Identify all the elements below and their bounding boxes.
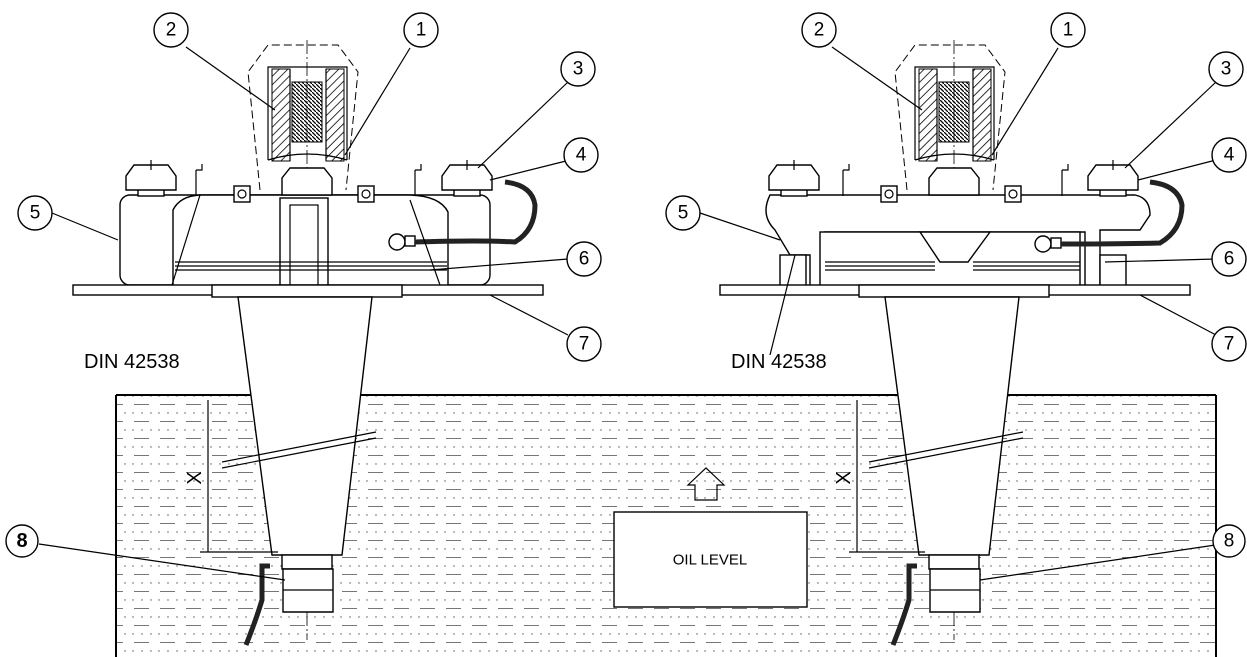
svg-text:7: 7 [1224, 334, 1235, 355]
standard-label: DIN 42538 [84, 351, 180, 373]
callout-1: 1 [403, 12, 439, 48]
svg-text:3: 3 [1221, 59, 1232, 80]
oil-level-label: OIL LEVEL [673, 552, 748, 569]
svg-text:4: 4 [576, 145, 587, 166]
svg-text:8: 8 [1224, 531, 1235, 552]
svg-text:6: 6 [1224, 249, 1235, 270]
callout-6: 6 [1211, 241, 1247, 277]
cable [414, 179, 538, 245]
callout-2: 2 [153, 12, 189, 48]
bolt [1087, 160, 1139, 197]
left-bushing: X DIN 42538 1 2 3 4 5 6 7 8 [5, 12, 602, 646]
callout-5: 5 [665, 195, 701, 231]
svg-text:5: 5 [678, 203, 689, 224]
bolt [125, 160, 177, 197]
callout-4: 4 [563, 137, 599, 173]
callout-5: 5 [17, 195, 53, 231]
callout-7: 7 [566, 326, 602, 362]
callout-8: 8 [1212, 524, 1246, 558]
callout-1: 1 [1050, 12, 1086, 48]
svg-text:4: 4 [1224, 145, 1235, 166]
callout-8: 8 [5, 524, 39, 558]
right-bushing: X DIN 42538 1 2 3 4 5 6 7 8 [665, 12, 1247, 646]
svg-text:1: 1 [1063, 20, 1074, 41]
svg-text:7: 7 [579, 334, 590, 355]
svg-text:2: 2 [814, 20, 825, 41]
dimension-label: X [184, 471, 206, 484]
callout-3: 3 [1208, 51, 1244, 87]
callout-7: 7 [1211, 326, 1247, 362]
cable [1060, 179, 1185, 247]
callout-3: 3 [560, 51, 596, 87]
svg-text:3: 3 [573, 59, 584, 80]
svg-text:2: 2 [166, 20, 177, 41]
svg-text:1: 1 [416, 20, 427, 41]
callout-2: 2 [801, 12, 837, 48]
oil-level-indicator: OIL LEVEL [613, 467, 808, 608]
bolt [768, 160, 820, 197]
bolt [441, 160, 493, 197]
callout-4: 4 [1211, 137, 1247, 173]
up-arrow-icon [686, 467, 726, 501]
svg-text:5: 5 [30, 203, 41, 224]
svg-text:8: 8 [16, 530, 27, 552]
cable [243, 563, 270, 646]
dimension-label: X [833, 471, 855, 484]
cable [890, 563, 917, 646]
standard-label: DIN 42538 [731, 351, 827, 373]
svg-text:6: 6 [579, 249, 590, 270]
callout-6: 6 [566, 241, 602, 277]
